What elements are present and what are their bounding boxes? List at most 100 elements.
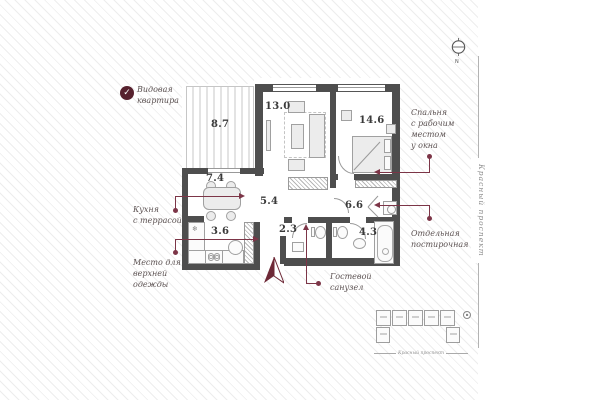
site-building [440,310,455,326]
wall-segment [182,216,204,222]
callout-line: верхней [133,269,168,278]
room-area-bedroom: 14.6 [359,115,385,126]
leader-line [306,283,318,284]
site-building [376,310,391,326]
leader-line [175,196,239,197]
site-building [446,327,460,343]
callout-wardrobe: Место для верхней одежды [133,257,181,290]
wall-segment [366,217,380,223]
dining-chair [226,211,236,221]
leader-dot [316,281,321,286]
callout-line: одежды [133,280,169,289]
leader-arrow [239,193,245,199]
checkmark-badge-icon: ✓ [120,86,134,100]
caption-dash [446,353,468,354]
wall-segment [378,217,400,223]
bathtub [374,221,394,264]
nightstand [386,124,396,134]
callout-line: Спальня [411,108,448,117]
leader-line [429,158,430,173]
room-area-terrace: 8.7 [211,119,230,130]
compass-north-label: N [455,59,459,65]
badge-label: Видовая квартира [137,84,179,106]
street-name: Красный проспект [471,158,486,263]
site-building [408,310,423,326]
caption-dash [374,353,396,354]
room-area-dining: 7.4 [206,173,225,184]
washbasin [292,242,304,252]
entrance-arrow-icon [264,257,284,284]
callout-kitchen-terrace: Кухня с террасой [133,204,182,226]
site-compass-icon [463,311,471,319]
site-building [376,327,390,343]
bedroom-cabinet [341,110,352,121]
site-building [424,310,439,326]
callout-line: санузел [330,283,364,292]
leader-line [175,239,176,252]
armchair [288,101,305,113]
callout-line: Место для [133,258,181,267]
callout-line: Кухня [133,205,159,214]
coffee-table [291,124,304,149]
badge-line: квартира [137,96,179,105]
wall-segment [284,217,292,223]
wall-segment [240,168,264,174]
wall-segment [255,84,273,92]
wall-segment [330,180,336,188]
toilet-tank [333,227,337,237]
leader-dot [427,154,432,159]
wall-segment [330,84,336,180]
compass-icon [451,38,466,56]
wall-segment [354,174,400,180]
wall-segment [182,168,208,174]
toilet-tank [311,227,315,237]
bedroom-worktable [355,180,397,188]
callout-laundry: Отдельная постирочная [411,228,468,250]
toilet [315,226,326,239]
room-area-bath: 4.3 [359,227,378,238]
room-area-hall: 5.4 [260,196,279,207]
kitchen-sink [228,240,243,255]
sofa [309,114,325,158]
leader-line [380,172,430,173]
site-caption: Красный проспект [374,351,468,356]
door-arc-guest-wc [292,223,307,238]
tv-console [266,120,271,151]
leader-dot [427,216,432,221]
callout-bedroom: Спальня с рабочим местом у окна [411,107,454,151]
wardrobe-cabinet [244,222,254,264]
room-area-guest-wc: 2.3 [279,224,298,235]
wall-segment [284,258,400,266]
window-bedroom [338,84,385,92]
wall-segment [326,217,332,264]
wall-segment [255,84,263,176]
pillow [384,139,391,153]
leader-line [175,239,253,240]
callout-line: постирочная [411,240,469,249]
washing-machine [383,201,397,215]
badge-line: Видовая [137,85,173,94]
stove [205,250,223,264]
wall-segment [280,236,286,264]
leader-arrow [303,224,309,230]
living-rug [284,112,326,158]
leader-dot [173,250,178,255]
leader-arrow [374,202,380,208]
callout-guest-wc: Гостевой санузел [330,271,372,293]
site-building [392,310,407,326]
callout-line: с террасой [133,216,182,225]
wall-segment [330,174,338,180]
leader-line [175,196,176,210]
armchair [288,159,305,171]
callout-line: у окна [411,141,438,150]
room-area-living: 13.0 [265,101,291,112]
leader-arrow [374,169,380,175]
leader-line [429,205,430,218]
leader-line [306,229,307,283]
dining-chair [206,211,216,221]
room-area-kitchen: 3.6 [211,226,230,237]
leader-dot [173,208,178,213]
room-area-corridor: 6.6 [345,200,364,211]
wall-segment [316,84,338,92]
